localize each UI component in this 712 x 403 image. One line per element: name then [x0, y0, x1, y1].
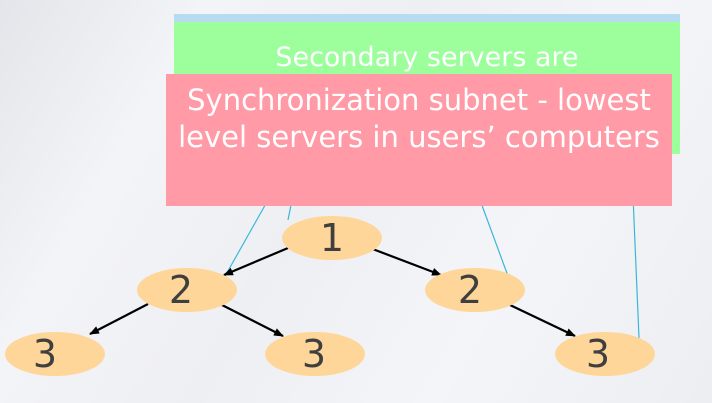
edge-1-to-2b: [369, 246, 442, 277]
edge-1-to-2a: [223, 246, 289, 277]
tree-node-2a: 2: [137, 268, 237, 312]
node-ellipse: [555, 332, 655, 376]
callout-sync-text: Synchronization subnet - lowest level se…: [178, 83, 660, 154]
tree-edges: [89, 246, 576, 337]
node-label: 1: [320, 216, 344, 260]
tree-node-3c: 3: [555, 332, 655, 376]
node-label: 3: [33, 332, 57, 376]
node-ellipse: [425, 268, 525, 312]
tree-node-1: 1: [282, 216, 382, 260]
node-label: 3: [302, 332, 326, 376]
edge-2b-to-3c: [509, 304, 576, 337]
callout-secondary-text: Secondary servers are: [275, 42, 579, 73]
tree-node-3a: 3: [5, 332, 105, 376]
edge-2a-to-3b: [221, 304, 284, 337]
node-ellipse: [282, 216, 382, 260]
edge-2a-to-3a: [89, 303, 149, 335]
pointer-line-secondary-to-2a-outer: [223, 199, 269, 279]
node-ellipse: [265, 332, 365, 376]
pointer-line-sync-to-3c: [632, 195, 640, 339]
node-label: 3: [586, 332, 610, 376]
pointer-line-secondary-to-2b: [479, 199, 509, 277]
node-ellipse: [137, 268, 237, 312]
node-ellipse: [5, 332, 105, 376]
tree-node-3b: 3: [265, 332, 365, 376]
node-label: 2: [458, 268, 482, 312]
callout-pointer-lines: [223, 195, 640, 339]
callout-synchronization-subnet: Synchronization subnet - lowest level se…: [166, 74, 672, 206]
node-label: 2: [169, 268, 193, 312]
tree-node-2b: 2: [425, 268, 525, 312]
